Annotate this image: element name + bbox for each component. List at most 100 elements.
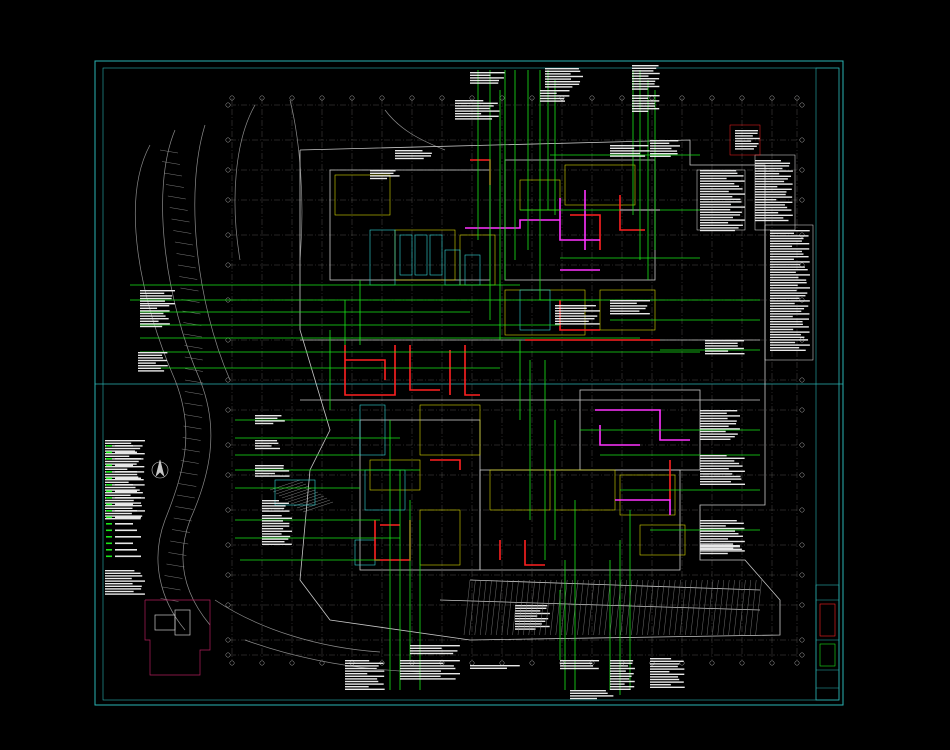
hatch-line bbox=[512, 579, 519, 636]
callout-text-line bbox=[610, 675, 632, 677]
ramp-hatch-line bbox=[302, 501, 334, 513]
hatch-line bbox=[544, 579, 552, 636]
callout-text-line bbox=[632, 83, 655, 85]
grid-axis-bubble-icon bbox=[225, 442, 231, 448]
callout-text-line bbox=[770, 334, 801, 336]
callout-text-line bbox=[700, 473, 733, 475]
grid-axis-bubble-icon bbox=[589, 95, 595, 101]
hatch-line bbox=[588, 579, 595, 636]
grid-axis-bubble-icon bbox=[799, 297, 805, 303]
callout-text-line bbox=[455, 107, 490, 110]
grid-axis-bubble-icon bbox=[379, 95, 385, 101]
legend-text-line bbox=[115, 471, 137, 473]
ramp-hatch-line bbox=[177, 264, 196, 269]
callout-text-line bbox=[140, 315, 166, 317]
ramp-hatch-line bbox=[178, 483, 197, 487]
callout-text-line bbox=[470, 79, 499, 82]
callout-text-line bbox=[700, 462, 740, 465]
legend-text-line bbox=[115, 542, 133, 545]
grid-axis-bubble-icon bbox=[319, 95, 325, 101]
key-plan bbox=[144, 599, 211, 676]
callout-text-line bbox=[560, 662, 593, 664]
callout-text-line bbox=[370, 177, 388, 180]
hatch-line bbox=[712, 579, 719, 636]
callout-text-line bbox=[755, 206, 788, 209]
hatch-line bbox=[728, 579, 735, 636]
hatch-area-bottom bbox=[463, 579, 762, 636]
callout-text-line bbox=[755, 209, 792, 211]
callout-block bbox=[140, 305, 170, 328]
callout-text-line bbox=[262, 522, 290, 525]
ramp-hatch-line bbox=[163, 172, 183, 177]
hatch-line bbox=[674, 579, 681, 636]
callout-text-line bbox=[700, 546, 741, 548]
callout-text-line bbox=[700, 183, 735, 185]
grid-axis-bubble-icon bbox=[225, 102, 231, 108]
hatch-line bbox=[631, 579, 638, 636]
callout-text-line bbox=[700, 415, 740, 417]
callout-text-line bbox=[262, 505, 286, 507]
callout-text-line bbox=[770, 232, 794, 234]
callout-block bbox=[650, 658, 685, 688]
callout-text-line bbox=[700, 433, 738, 435]
callout-text-line bbox=[705, 345, 738, 347]
hatch-line bbox=[577, 579, 584, 636]
callout-text-line bbox=[700, 468, 729, 470]
callout-text-line bbox=[770, 313, 810, 315]
callout-text-line bbox=[545, 68, 579, 70]
grid-axis-bubble-icon bbox=[799, 652, 805, 658]
callout-text-line bbox=[545, 75, 583, 78]
grid-axis-bubble-icon bbox=[794, 95, 800, 101]
ramp-hatch-line bbox=[169, 207, 188, 211]
callout-text-line bbox=[470, 665, 520, 667]
callout-text-line bbox=[105, 481, 129, 483]
grid-axis-bubble-icon bbox=[349, 95, 355, 101]
callout-text-line bbox=[262, 525, 290, 527]
callout-text-line bbox=[700, 535, 743, 537]
callout-text-line bbox=[400, 673, 460, 675]
callout-text-line bbox=[650, 681, 684, 683]
callout-text-line bbox=[515, 612, 550, 615]
callout-block bbox=[470, 72, 505, 84]
callout-text-line bbox=[610, 147, 635, 149]
callout-block bbox=[138, 352, 168, 372]
callout-text-line bbox=[705, 342, 738, 344]
callout-text-line bbox=[700, 417, 728, 420]
callout-text-line bbox=[560, 660, 600, 662]
callout-text-line bbox=[770, 243, 810, 245]
callout-text-line bbox=[770, 266, 805, 268]
ramp-hatch-line bbox=[179, 276, 198, 280]
callout-text-line bbox=[555, 310, 600, 312]
callout-text-line bbox=[705, 353, 745, 355]
callout-text-line bbox=[650, 142, 670, 144]
callout-text-line bbox=[255, 467, 284, 469]
callout-text-line bbox=[105, 515, 143, 517]
callout-text-line bbox=[770, 287, 810, 289]
ramp-hatch-line bbox=[184, 368, 204, 372]
callout-text-line bbox=[735, 135, 753, 137]
site-ramp-left bbox=[135, 99, 446, 673]
hatch-line bbox=[480, 579, 487, 636]
callout-text-line bbox=[700, 222, 729, 224]
callout-text-line bbox=[255, 472, 275, 475]
legend-marker bbox=[106, 523, 112, 525]
callout-text-line bbox=[650, 668, 685, 670]
callout-text-line bbox=[138, 370, 165, 372]
callout-text-line bbox=[700, 545, 740, 547]
callout-text-line bbox=[105, 570, 135, 572]
callout-text-line bbox=[755, 219, 789, 222]
callout-block bbox=[700, 170, 745, 232]
legend-text-line bbox=[115, 555, 141, 558]
callout-text-line bbox=[255, 447, 280, 450]
callout-text-line bbox=[700, 227, 739, 229]
callout-text-line bbox=[555, 318, 595, 320]
callout-text-line bbox=[755, 188, 792, 190]
callout-text-line bbox=[138, 354, 163, 356]
callout-text-line bbox=[610, 686, 635, 688]
callout-block bbox=[700, 545, 745, 555]
callout-text-line bbox=[255, 445, 272, 447]
callout-text-line bbox=[540, 95, 570, 97]
callout-text-line bbox=[515, 625, 550, 628]
callout-text-line bbox=[140, 312, 164, 315]
callout-text-line bbox=[105, 583, 133, 585]
